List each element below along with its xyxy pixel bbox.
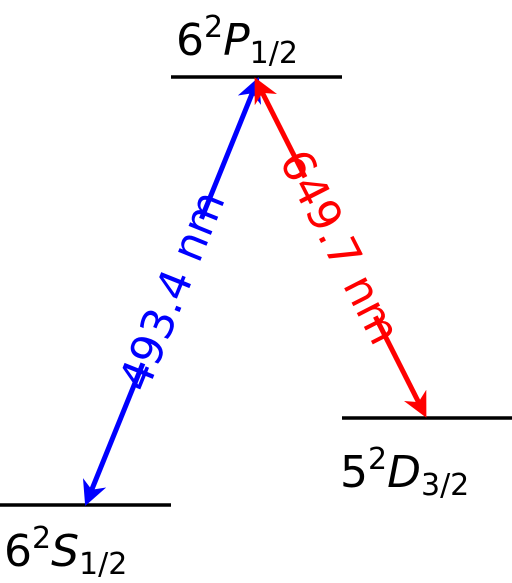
level-label-5d32: 52D3/2 [340,442,469,503]
transition-label-bg-red [279,164,401,330]
level-label-6s12: 62S1/2 [4,521,127,582]
transition-label-bg-blue [116,208,228,374]
transition-label-red: 649.7 nm [269,142,410,353]
level-label-6p12: 62P1/2 [176,10,298,71]
